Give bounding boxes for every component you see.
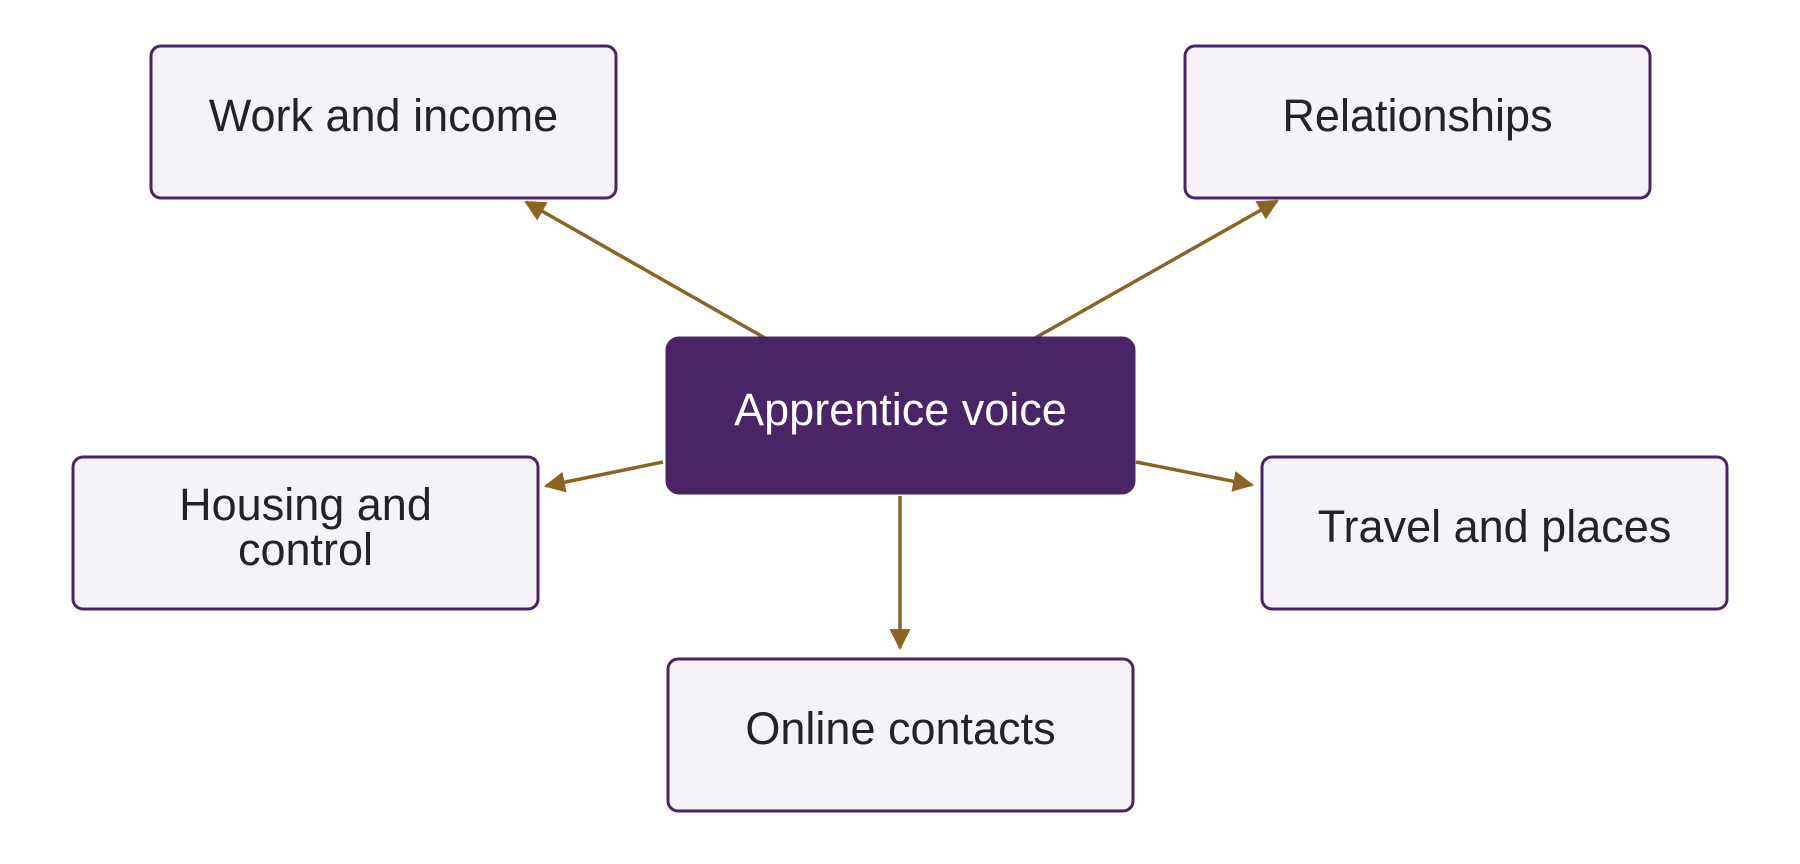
center-node-box [665, 336, 1136, 495]
center-node-label: Apprentice voice [734, 384, 1067, 435]
node-relationships[interactable]: Relationships [1183, 44, 1652, 200]
node-work-and-income[interactable]: Work and income [149, 44, 618, 200]
node-label: Relationships [1282, 90, 1552, 141]
node-label: Travel and places [1318, 501, 1672, 552]
edges [524, 199, 1279, 651]
node-apprentice-voice[interactable]: Apprentice voice [665, 336, 1136, 495]
node-label: Work and income [209, 90, 558, 141]
edge-to-travel-and-places [1135, 460, 1255, 492]
node-box [1183, 44, 1652, 200]
node-box [149, 44, 618, 200]
node-housing-and-control[interactable]: Housing and control [71, 455, 540, 611]
node-box [1260, 455, 1729, 611]
node-label: Online contacts [745, 703, 1055, 754]
node-online-contacts[interactable]: Online contacts [666, 657, 1135, 813]
node-label: Housing and [179, 479, 432, 530]
node-box [71, 455, 540, 611]
edge-to-work-and-income [524, 200, 766, 340]
edge-to-housing-and-control [543, 460, 664, 493]
node-box [666, 657, 1135, 813]
edge-to-relationships [1034, 199, 1279, 340]
node-label: control [238, 524, 373, 575]
node-travel-and-places[interactable]: Travel and places [1260, 455, 1729, 611]
